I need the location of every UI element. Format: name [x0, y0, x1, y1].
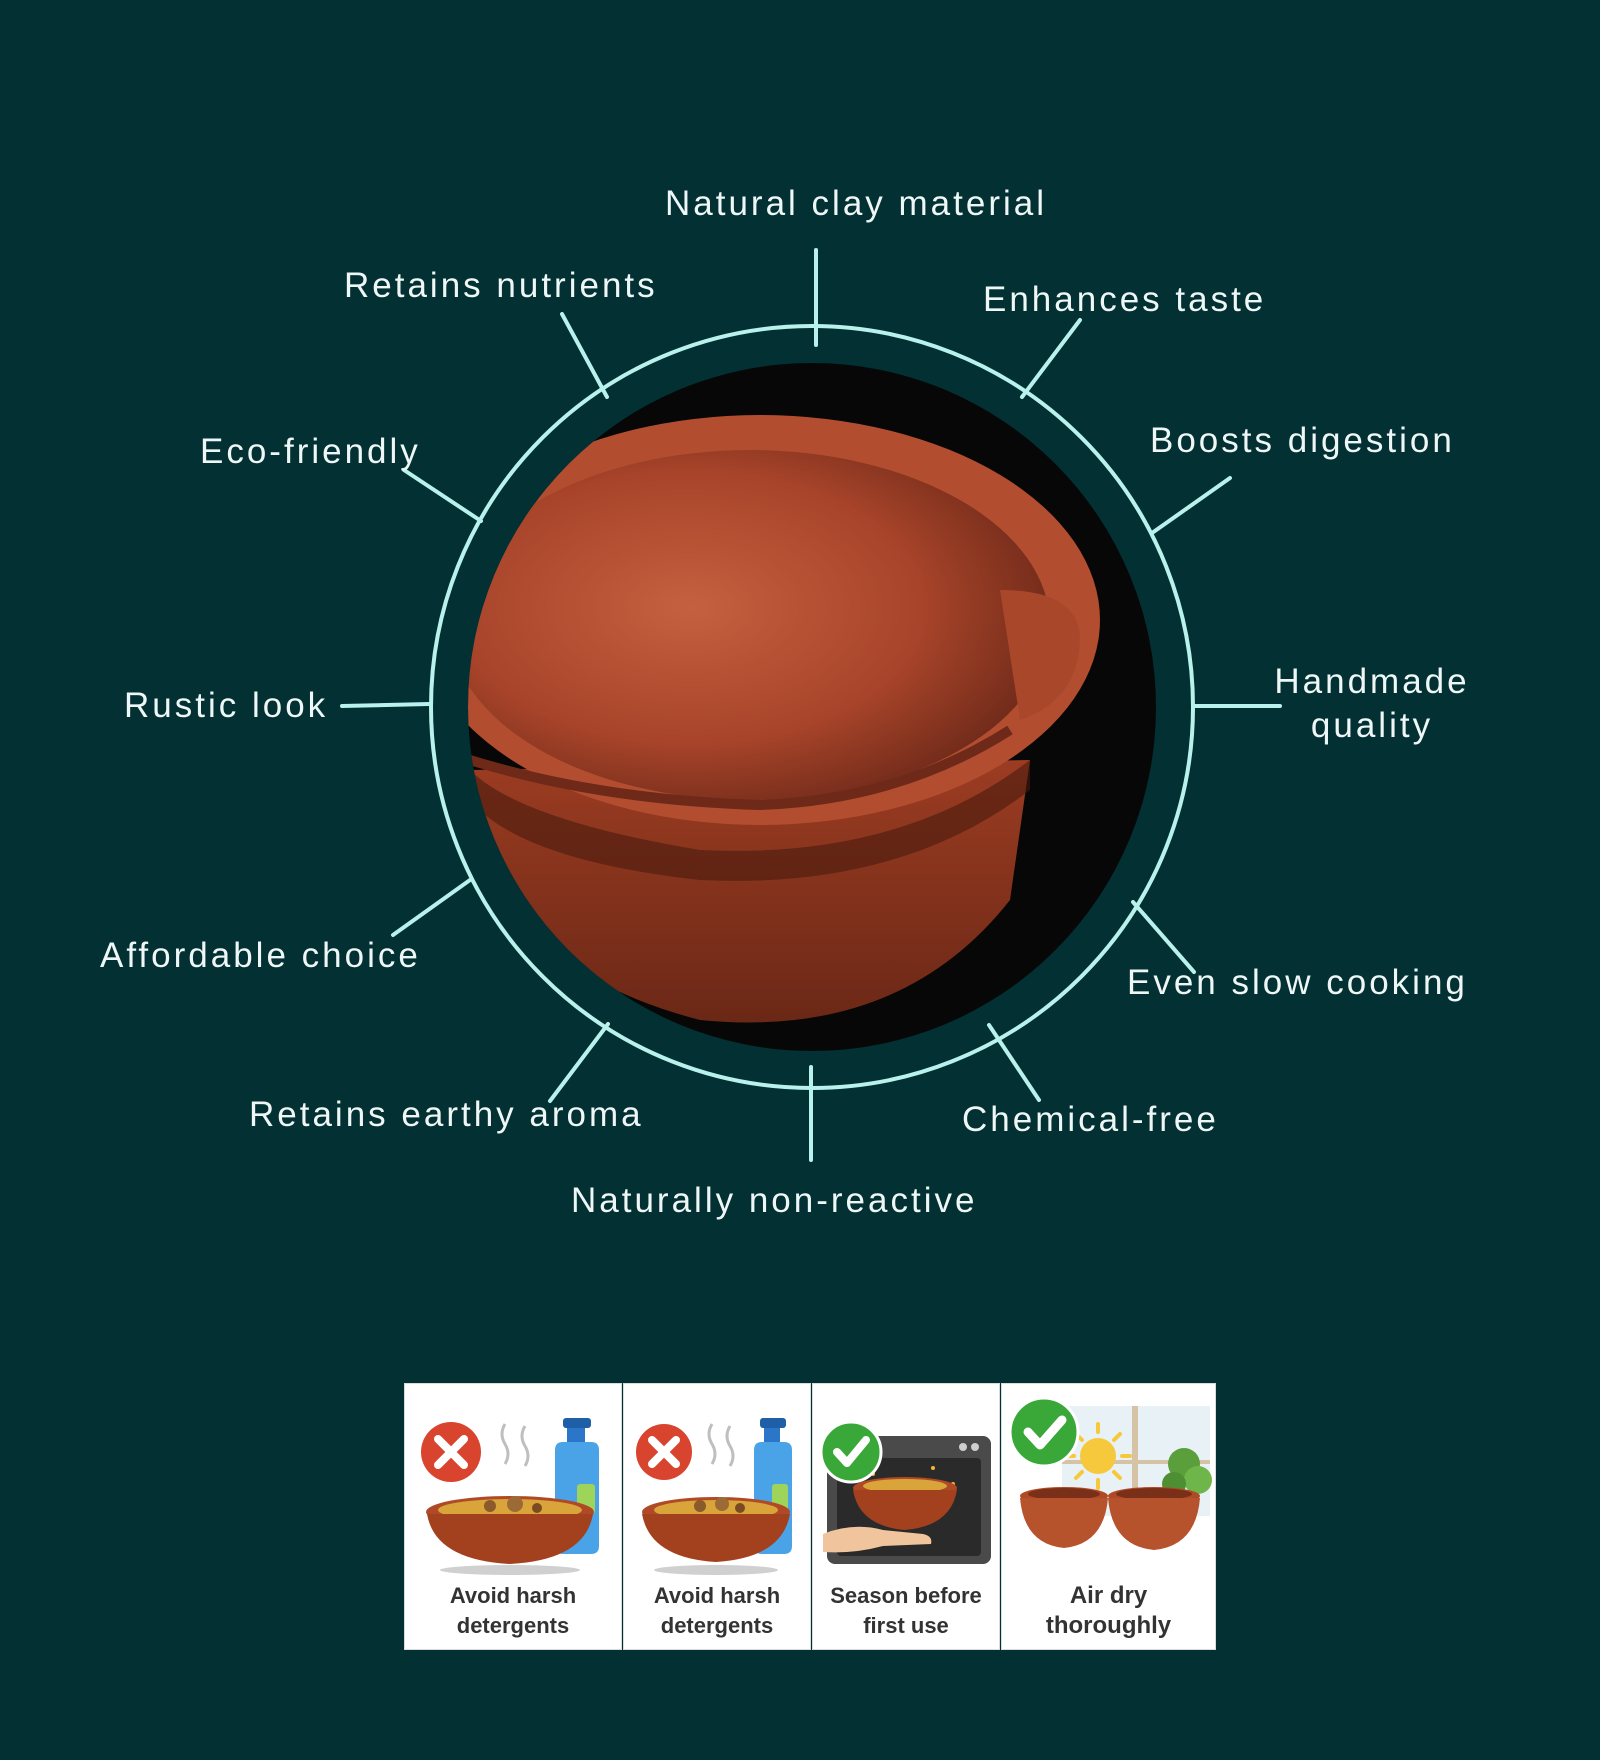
connector-retains-nutrients — [560, 312, 609, 399]
clay-pot-with-food-icon — [426, 1496, 594, 1575]
feature-natural-clay-material: Natural clay material — [665, 184, 1047, 223]
care-card-label: Season before first use — [813, 1581, 999, 1641]
care-instructions-strip: Avoid harsh detergents — [404, 1383, 1216, 1650]
steam-icon — [707, 1423, 735, 1467]
hand-icon — [823, 1526, 932, 1553]
care-card-label-line1: Air dry — [1069, 1582, 1148, 1609]
connector-enhances-taste — [1020, 318, 1082, 399]
connector-affordable-choice — [391, 878, 472, 937]
feature-hub — [340, 248, 1282, 1162]
connector-retains-earthy-aroma — [548, 1022, 610, 1103]
care-card-season-before-use: Season before first use — [812, 1383, 1000, 1650]
connector-eco-friendly — [402, 468, 483, 523]
feature-handmade-quality-line2: quality — [1310, 706, 1434, 745]
care-card-label-line1: Avoid harsh — [653, 1583, 781, 1608]
feature-boosts-digestion: Boosts digestion — [1150, 421, 1455, 460]
check-icon — [819, 1420, 883, 1484]
clay-pot-icon — [853, 1477, 957, 1530]
feature-naturally-non-reactive: Naturally non-reactive — [571, 1181, 978, 1220]
connector-rustic-look — [340, 702, 431, 708]
feature-eco-friendly: Eco-friendly — [200, 432, 421, 471]
cross-icon — [421, 1422, 481, 1482]
care-card-label-line2: first use — [863, 1613, 949, 1638]
care-card-label-line2: detergents — [456, 1613, 570, 1638]
connector-boosts-digestion — [1150, 476, 1232, 535]
care-card-label-line1: Season before — [830, 1583, 982, 1608]
feature-handmade-quality: Handmade quality — [1262, 660, 1482, 748]
feature-handmade-quality-line1: Handmade — [1274, 662, 1470, 701]
feature-enhances-taste: Enhances taste — [983, 280, 1267, 319]
feature-retains-nutrients: Retains nutrients — [344, 266, 658, 305]
clay-pot-with-food-icon — [642, 1497, 790, 1575]
cross-icon — [636, 1424, 692, 1480]
connector-chemical-free — [987, 1023, 1041, 1102]
care-card-avoid-detergents-1: Avoid harsh detergents — [404, 1383, 622, 1650]
care-card-air-dry: Air dry thoroughly — [1001, 1383, 1216, 1650]
care-card-label: Avoid harsh detergents — [624, 1581, 810, 1641]
care-card-label: Air dry thoroughly — [1002, 1581, 1215, 1641]
clay-pots-icon — [1020, 1487, 1200, 1550]
steam-icon — [500, 1423, 530, 1467]
care-card-label-line2: thoroughly — [1045, 1612, 1172, 1639]
care-card-avoid-detergents-2: Avoid harsh detergents — [623, 1383, 811, 1650]
feature-chemical-free: Chemical-free — [962, 1100, 1219, 1139]
care-card-label-line2: detergents — [660, 1613, 774, 1638]
clay-pot-image — [468, 415, 1100, 1023]
feature-rustic-look: Rustic look — [124, 686, 329, 725]
care-card-label: Avoid harsh detergents — [405, 1581, 621, 1641]
feature-even-slow-cooking: Even slow cooking — [1127, 963, 1468, 1002]
feature-retains-earthy-aroma: Retains earthy aroma — [249, 1095, 644, 1134]
connector-even-slow-cooking — [1131, 900, 1196, 974]
check-icon — [1008, 1396, 1080, 1468]
feature-affordable-choice: Affordable choice — [100, 936, 421, 975]
care-card-label-line1: Avoid harsh — [449, 1583, 577, 1608]
